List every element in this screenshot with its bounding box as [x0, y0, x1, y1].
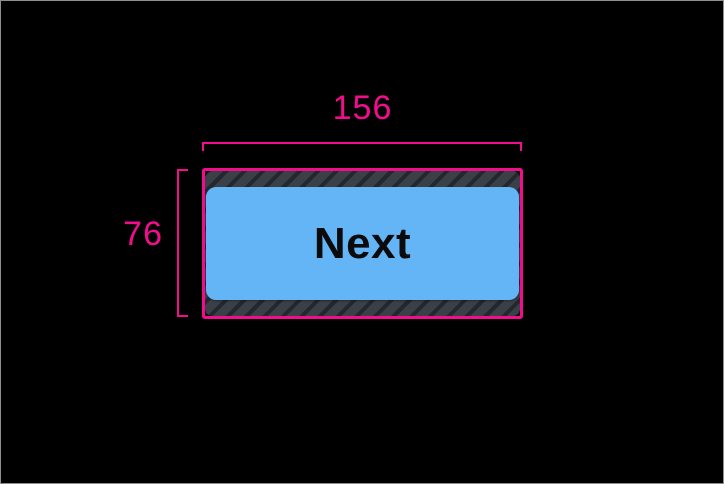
touch-target-outline: Next [202, 168, 523, 319]
next-button-label: Next [313, 218, 412, 268]
height-measure-bracket-icon [177, 169, 188, 317]
next-button[interactable]: Next [206, 187, 519, 300]
width-measure-bracket-icon [202, 142, 522, 151]
height-dimension-label: 76 [123, 215, 163, 253]
width-dimension-label: 156 [332, 89, 393, 127]
